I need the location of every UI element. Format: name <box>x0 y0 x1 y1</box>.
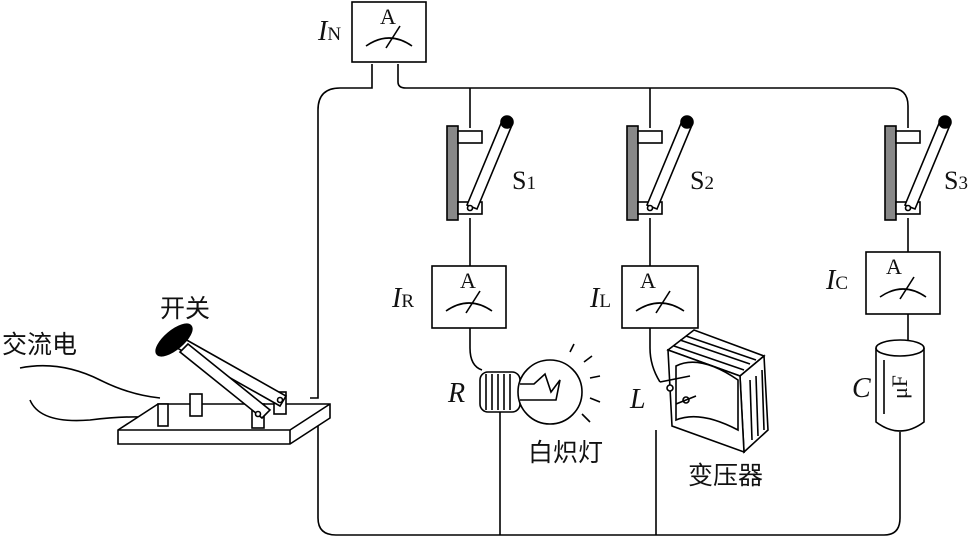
label-ic: IC <box>826 265 849 296</box>
label-s1: S1 <box>512 166 536 195</box>
label-s2: S2 <box>690 166 714 195</box>
switch-s1 <box>446 115 514 221</box>
label-l: L <box>630 384 646 415</box>
meter-symbol-il: A <box>640 268 656 293</box>
label-il: IL <box>590 283 611 314</box>
ammeter-ic <box>865 251 941 315</box>
wire-return-bus <box>317 420 901 536</box>
label-ac-source: 交流电 <box>2 330 78 359</box>
label-bulb: 白炽灯 <box>528 438 604 467</box>
wire-top-bus <box>397 64 909 128</box>
knife-switch <box>117 323 331 445</box>
capacitor <box>875 339 925 432</box>
label-r: R <box>448 378 466 409</box>
meter-symbol-ic: A <box>886 254 902 279</box>
label-s3: S3 <box>944 166 968 195</box>
switch-s2 <box>626 115 694 221</box>
label-transformer: 变压器 <box>688 461 764 490</box>
ammeter-in <box>351 1 427 63</box>
wire-branch1-bottom <box>469 328 483 371</box>
incandescent-bulb <box>479 343 601 425</box>
ammeter-ir <box>431 265 507 329</box>
source-wire-1 <box>19 364 161 399</box>
wire-left-feed <box>310 64 373 399</box>
wire-branch2-bottom <box>649 328 661 383</box>
meter-symbol-in: A <box>380 4 396 29</box>
capacitor-unit: μF <box>887 374 913 400</box>
label-c: C <box>852 373 871 404</box>
label-in: IN <box>318 16 342 47</box>
switch-s3 <box>884 115 952 221</box>
meter-symbol-ir: A <box>460 268 476 293</box>
ammeter-il <box>621 265 699 329</box>
label-ir: IR <box>392 283 415 314</box>
transformer <box>659 329 769 454</box>
label-switch: 开关 <box>160 294 211 323</box>
